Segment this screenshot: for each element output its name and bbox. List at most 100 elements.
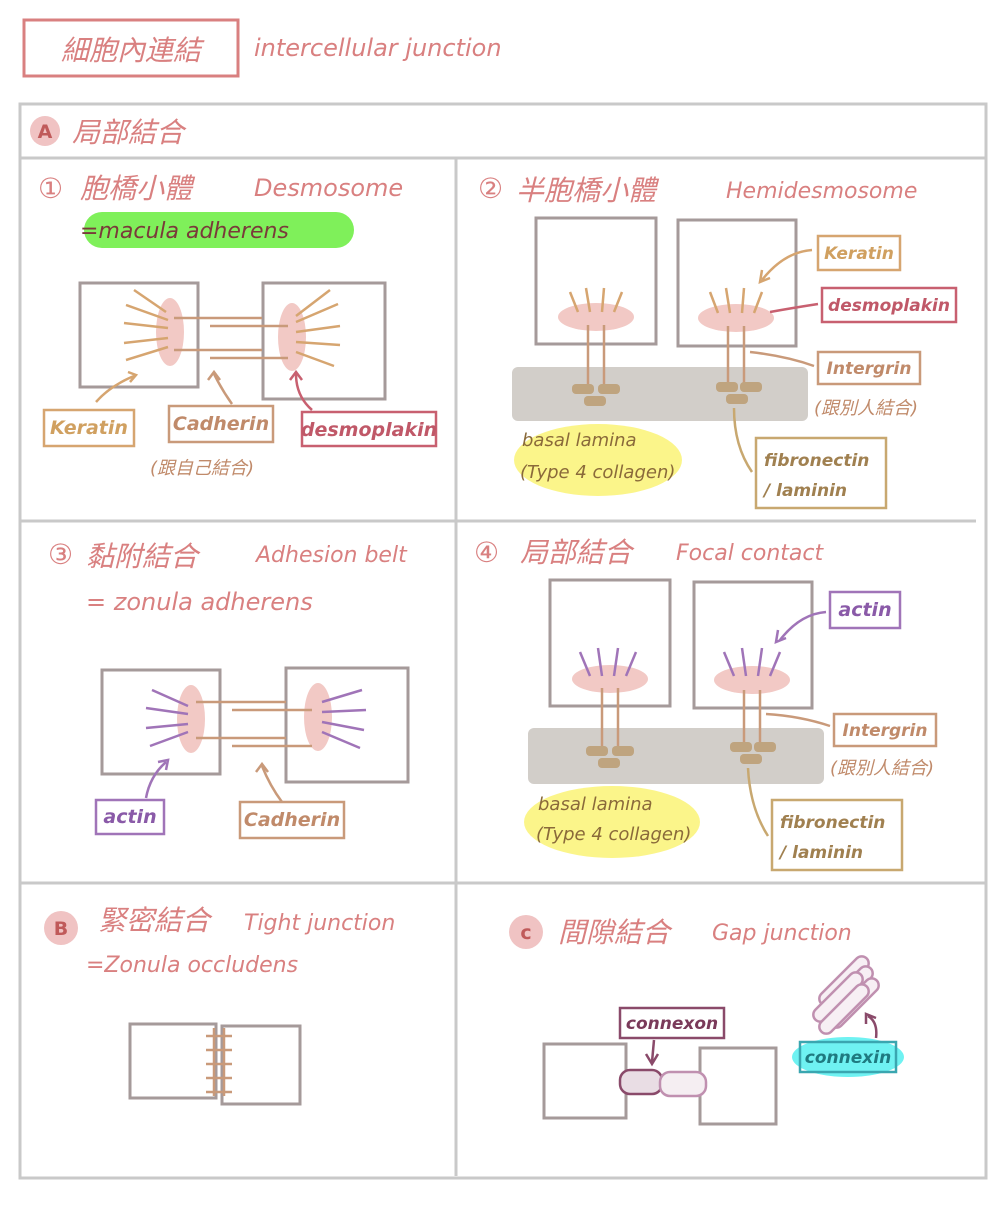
- panel3-cadherin-box: [238, 800, 346, 840]
- panel2-cell-right: [676, 218, 798, 348]
- panel3-title-en: Adhesion belt: [254, 543, 408, 568]
- panel2-cell-left: [534, 216, 658, 346]
- section-c-connexon-right: [658, 1070, 708, 1098]
- panel2-desmoplakin-label: desmoplakin: [828, 296, 950, 316]
- panel4-anchors: [586, 742, 776, 768]
- panel4-arrow-fibronectin: [746, 767, 770, 837]
- panel2-arrow-fibronectin: [732, 407, 754, 473]
- panel3-subtitle: = zonula adherens: [86, 588, 313, 616]
- panel4-cell-right: [692, 580, 814, 710]
- panel4-title-en: Focal contact: [676, 541, 824, 566]
- panel1-arrow-cadherin: [212, 373, 234, 405]
- panel2-keratin: [568, 287, 764, 314]
- panel2-basal-label-1: basal lamina: [522, 430, 637, 451]
- panel1-subtitle-highlight: [84, 212, 354, 248]
- panel4-number: ④: [474, 536, 499, 569]
- panel3-actin-left: [145, 688, 189, 748]
- panel2-keratin-box: [816, 234, 902, 272]
- section-b-title-en: Tight junction: [244, 911, 395, 936]
- panel4-integrin: [600, 688, 762, 746]
- panel4-actin: [578, 647, 782, 677]
- section-c-connexin-highlight: [792, 1037, 904, 1077]
- panel-hemidesmosome: ② 半胞橋小體 Hemidesmosome Keratin desmop: [478, 172, 958, 510]
- section-b-badge-letter: B: [54, 918, 68, 940]
- panel4-cell-left: [548, 578, 672, 708]
- panel4-arrow-integrin: [765, 712, 831, 728]
- panel4-plaque-right: [714, 666, 790, 694]
- section-b-badge: [44, 911, 78, 945]
- panel3-plaque-right: [304, 683, 332, 751]
- panel4-integrin-note: (跟別人結合): [830, 758, 934, 779]
- panel1-arrow-desmoplakin: [294, 373, 313, 411]
- panel3-plaque-left: [177, 685, 205, 753]
- panel4-basal-label-2: (Type 4 collagen): [536, 824, 691, 845]
- panel4-fibronectin-label-1: fibronectin: [780, 813, 885, 833]
- panel3-cell-right: [284, 666, 410, 784]
- panel4-integrin-label: Intergrin: [843, 721, 928, 741]
- panel1-cadherin-box: [167, 404, 275, 444]
- panel3-title-zh: 黏附結合: [86, 540, 201, 573]
- panel3-cadherin-label: Cadherin: [244, 809, 340, 831]
- panel2-plaque-left: [558, 303, 634, 331]
- panel-adhesion-belt: ③ 黏附結合 Adhesion belt = zonula adherens a…: [48, 538, 410, 840]
- panel2-arrow-integrin: [749, 350, 815, 368]
- panel3-cadherin: [196, 700, 312, 748]
- header-title-en: intercellular junction: [254, 34, 502, 62]
- panel1-number: ①: [38, 172, 63, 205]
- panel2-keratin-label: Keratin: [824, 244, 894, 264]
- panel2-fibronectin-label-2: / laminin: [762, 481, 847, 501]
- section-b-junction-strands: [206, 1028, 232, 1096]
- panel4-basal-lamina: [528, 728, 824, 784]
- section-c-connexon-box: [618, 1006, 726, 1040]
- section-a-title: 局部結合: [72, 116, 187, 149]
- grid-frames: [18, 102, 988, 1180]
- panel1-keratin-right: [295, 289, 341, 368]
- panel1-cadherin: [174, 316, 288, 360]
- panel1-plaque-right: [278, 303, 306, 371]
- panel4-integrin-box: [832, 712, 938, 748]
- panel2-fibronectin-box: [754, 436, 888, 510]
- panel1-desmoplakin-label: desmoplakin: [301, 419, 437, 441]
- panel2-integrin-label: Intergrin: [827, 359, 912, 379]
- panel-gap-junction: c 間隙結合 Gap junction connexon connexin: [509, 915, 904, 1126]
- panel4-actin-box: [828, 590, 902, 630]
- panel2-arrow-desmoplakin: [769, 302, 819, 314]
- panel1-subtitle: =macula adherens: [80, 219, 289, 244]
- panel4-arrow-actin: [779, 610, 827, 641]
- section-b-cell-right: [220, 1024, 302, 1106]
- section-c-connexon-left: [618, 1068, 664, 1096]
- section-c-connexon-label: connexon: [626, 1014, 718, 1034]
- section-c-title-en: Gap junction: [712, 921, 852, 946]
- section-b-subtitle: =Zonula occludens: [86, 953, 298, 978]
- section-c-badge-letter: c: [520, 922, 531, 944]
- panel3-arrow-actin: [144, 761, 167, 799]
- outer-frame: [18, 102, 988, 1180]
- panel2-basal-label-2: (Type 4 collagen): [520, 462, 675, 483]
- section-c-cell-left: [542, 1042, 628, 1120]
- panel3-actin-label: actin: [103, 806, 156, 828]
- panel3-actin-box: [94, 798, 166, 836]
- section-c-title-zh: 間隙結合: [558, 916, 673, 949]
- panel2-integrin-note: (跟別人結合): [814, 398, 918, 419]
- panel4-fibronectin-label-2: / laminin: [778, 843, 863, 863]
- panel1-cadherin-label: Cadherin: [173, 413, 269, 435]
- panel1-keratin-label: Keratin: [50, 417, 128, 439]
- panel2-fibronectin-label-1: fibronectin: [764, 451, 869, 471]
- panel1-arrow-keratin: [95, 374, 135, 403]
- panel1-cell-left: [78, 281, 200, 389]
- panel4-basal-label-1: basal lamina: [538, 794, 653, 815]
- panel1-cadherin-note: (跟自己結合): [150, 458, 254, 479]
- section-b-title-zh: 緊密結合: [98, 904, 213, 937]
- section-c-connexin-box: [798, 1040, 898, 1074]
- panel1-title-zh: 胞橋小體: [80, 172, 196, 205]
- panel1-keratin-box: [42, 408, 136, 448]
- panel3-actin-right: [321, 688, 367, 750]
- panel2-title-zh: 半胞橋小體: [516, 174, 660, 207]
- panel1-keratin-left: [123, 288, 169, 362]
- section-c-cell-right: [698, 1046, 778, 1126]
- header-box: [22, 18, 240, 78]
- panel-desmosome: ① 胞橋小體 Desmosome =macula adherens: [38, 172, 438, 479]
- panel2-arrow-keratin: [761, 248, 813, 281]
- panel2-desmoplakin-box: [820, 286, 958, 324]
